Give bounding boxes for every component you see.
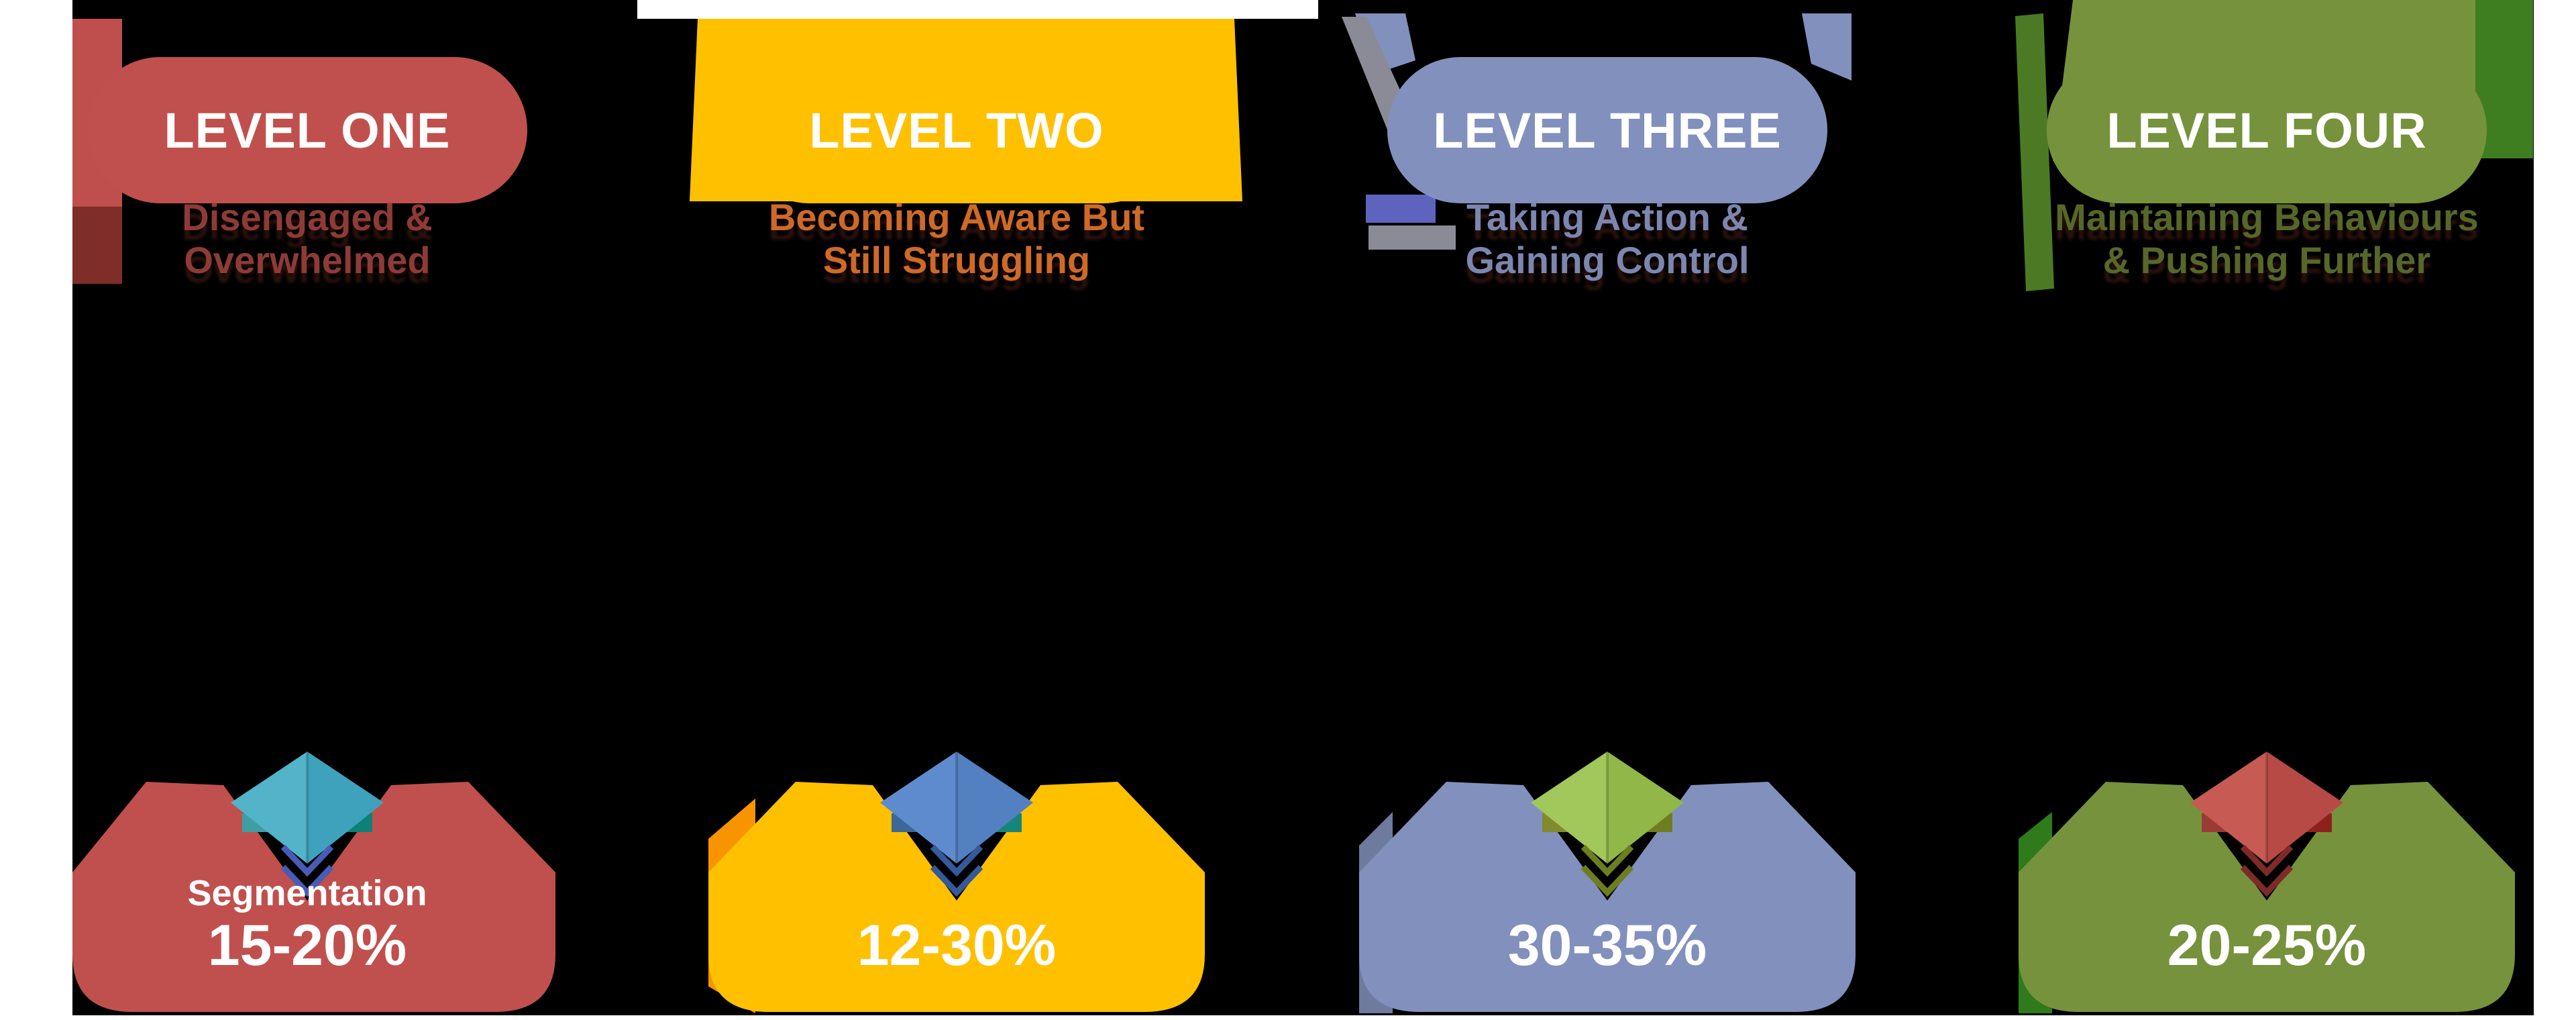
level-one-down-arrow-icon	[280, 844, 334, 877]
level-two-column: LEVEL TWO Becoming Aware But Still Strug…	[702, 0, 1212, 1020]
level-four-down-arrow-icon-2	[2240, 864, 2294, 897]
level-four-header-pill: LEVEL FOUR	[2047, 57, 2487, 203]
level-three-header-pill: LEVEL THREE	[1387, 57, 1827, 203]
level-four-subtitle-line2: & Pushing Further	[2102, 239, 2431, 281]
level-three-down-arrow-icon	[1580, 844, 1634, 877]
level-one-subtitle-line2: Overwhelmed	[184, 239, 431, 281]
level-one-header-pill: LEVEL ONE	[87, 57, 527, 203]
level-one-subtitle-line1: Disengaged &	[182, 196, 433, 238]
level-one-diamond-right	[307, 752, 384, 864]
level-four-banner-graphic	[2019, 752, 2515, 1013]
level-four-down-arrow-icon	[2240, 844, 2294, 877]
level-three-banner-blob	[1359, 782, 1856, 1012]
level-two-down-arrow-icon	[930, 844, 983, 877]
level-two-header-pill: LEVEL TWO	[737, 57, 1177, 203]
level-two-banner-blob	[708, 782, 1205, 1012]
level-two-banner-graphic	[708, 752, 1205, 1013]
level-one-down-arrow-icon-2	[280, 864, 334, 897]
level-three-banner-graphic	[1359, 752, 1856, 1013]
level-two-subtitle-line2: Still Struggling	[822, 239, 1091, 281]
level-two-subtitle-line1: Becoming Aware But	[768, 196, 1145, 238]
level-four-subtitle: Maintaining Behaviours & Pushing Further	[2012, 196, 2522, 282]
level-one-subtitle: Disengaged & Overwhelmed	[52, 196, 562, 282]
level-three-header-label: LEVEL THREE	[1433, 102, 1782, 158]
level-one-diamond-left	[231, 752, 307, 864]
level-three-column: LEVEL THREE Taking Action & Gaining Cont…	[1352, 0, 1862, 1020]
level-three-down-arrow-icon-2	[1580, 864, 1634, 897]
level-two-diamond-left	[880, 752, 957, 864]
level-one-column: LEVEL ONE Disengaged & Overwhelmed Segme…	[52, 0, 562, 1020]
level-four-column: LEVEL FOUR Maintaining Behaviours & Push…	[2012, 0, 2522, 1020]
level-one-header-label: LEVEL ONE	[164, 102, 451, 158]
level-two-subtitle: Becoming Aware But Still Struggling	[702, 196, 1212, 282]
level-one-range-value: 15-20%	[207, 913, 407, 978]
level-two-range-value: 12-30%	[857, 913, 1057, 978]
level-three-diamond-right	[1607, 752, 1684, 864]
level-three-subtitle-line2: Gaining Control	[1465, 239, 1750, 281]
level-three-diamond-left	[1531, 752, 1607, 864]
level-one-banner-blob	[72, 782, 555, 1012]
level-three-subtitle-line1: Taking Action &	[1466, 196, 1748, 238]
level-one-banner-graphic	[72, 752, 555, 1012]
level-two-down-arrow-icon-2	[930, 864, 983, 897]
level-four-range-value: 20-25%	[2167, 913, 2367, 978]
level-four-header-label: LEVEL FOUR	[2106, 102, 2427, 158]
level-one-range-label: Segmentation	[187, 873, 427, 913]
level-four-diamond-left	[2190, 752, 2267, 864]
level-two-header-label: LEVEL TWO	[809, 102, 1104, 158]
level-four-banner-blob	[2019, 782, 2515, 1012]
level-three-subtitle: Taking Action & Gaining Control	[1352, 196, 1862, 282]
level-four-diamond-right	[2267, 752, 2343, 864]
level-two-diamond-right	[957, 752, 1033, 864]
level-four-subtitle-line1: Maintaining Behaviours	[2055, 196, 2479, 238]
level-three-range-value: 30-35%	[1507, 913, 1707, 978]
